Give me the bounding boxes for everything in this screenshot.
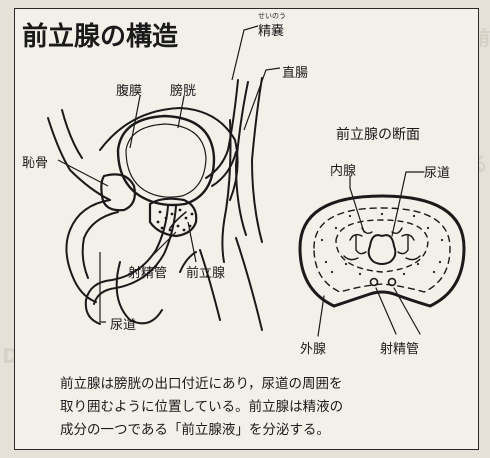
leader-line [394,288,420,334]
label-prostate: 前立腺 [186,262,225,281]
label-ejaculatory-duct: 射精管 [128,262,167,281]
gland-branch [362,228,402,233]
peritoneum-line [100,108,238,200]
leg-outline [236,238,262,330]
label-inner-gland: 内腺 [330,160,356,179]
caption-line: 取り囲むように位置している。前立腺は精液の [60,396,460,419]
label-outer-gland: 外腺 [300,338,326,357]
label-bladder: 膀胱 [170,80,196,99]
leader-line [232,26,258,80]
label-pubic-bone: 恥骨 [22,152,48,171]
label-cross-ejaculatory-duct: 射精管 [380,338,419,357]
gland-branch [350,235,366,254]
leader-line [392,172,424,236]
caption-line: 前立腺は膀胱の出口付近にあり，尿道の周囲を [60,373,460,396]
label-rectum: 直腸 [282,62,308,81]
leg-outline [200,250,220,320]
pubic-bone-shape [101,174,135,210]
leader-line [318,296,324,336]
label-cross-urethra: 尿道 [424,162,450,181]
gland-texture [321,213,443,275]
gland-branch [398,235,414,254]
penis-outline [66,200,110,302]
label-urethra: 尿道 [110,314,136,333]
caption-line: 成分の一つである「前立腺液」を分泌する。 [60,419,460,442]
label-peritoneum: 腹膜 [116,80,142,99]
label-seminal-vesicle: 精嚢 [258,20,284,39]
leader-line [100,252,106,322]
diagram-title: 前立腺の構造 [22,16,178,53]
gland-branch [406,256,420,260]
bladder-inner [126,124,206,197]
gland-branch [344,256,358,260]
outer-gland-outline [300,196,464,306]
seminal-vesicle-shape [206,80,238,178]
abdominal-wall-inner [62,110,82,158]
bladder-shape [118,116,214,205]
cross-section-title: 前立腺の断面 [336,124,420,144]
ejaculatory-duct-circle [371,279,378,286]
urethra-path [94,206,176,304]
caption: 前立腺は膀胱の出口付近にあり，尿道の周囲を 取り囲むように位置している。前立腺は… [60,373,460,442]
leader-line [178,96,184,128]
central-urethra [369,235,396,264]
cross-section-diagram [300,172,464,336]
